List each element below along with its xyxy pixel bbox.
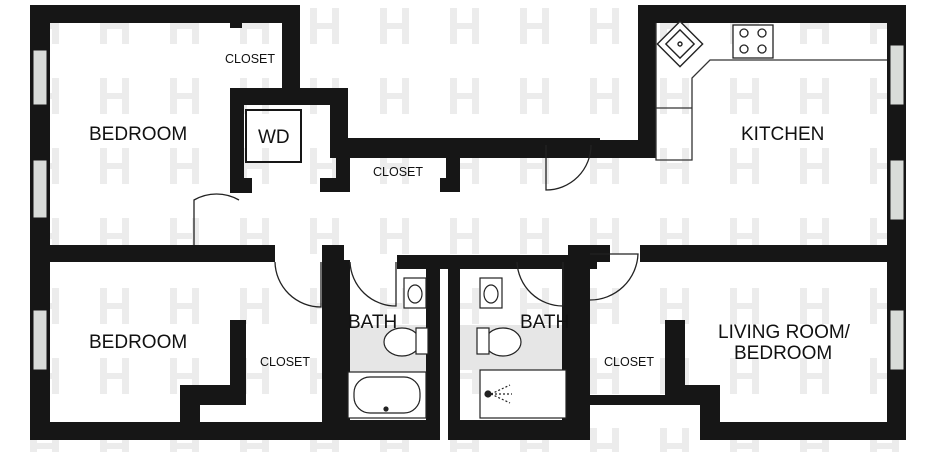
watermark-tile — [170, 148, 199, 184]
watermark-tile — [800, 218, 829, 254]
watermark-tile — [800, 8, 829, 44]
windows — [32, 44, 905, 371]
watermark-tile — [520, 78, 549, 114]
watermark-tile — [730, 78, 759, 114]
watermark-tile — [520, 218, 549, 254]
bath-1-label: BATH — [348, 312, 397, 333]
toilet-icon — [383, 327, 429, 357]
walls — [30, 5, 906, 440]
watermark-tile — [660, 288, 689, 324]
watermark-tile — [730, 358, 759, 394]
kitchen-label: KITCHEN — [741, 124, 824, 145]
closet-hall-label: CLOSET — [373, 165, 423, 179]
watermark-tile — [660, 148, 689, 184]
bedroom-2-label: BEDROOM — [89, 332, 187, 353]
watermark-tile — [520, 288, 549, 324]
door-bath-2 — [516, 261, 564, 307]
watermark-tile — [590, 148, 619, 184]
watermark-tile — [100, 8, 129, 44]
watermark-tile — [100, 218, 129, 254]
kitchen-sink-icon — [656, 20, 704, 68]
watermark-tile — [310, 218, 339, 254]
kitchen-counter — [655, 23, 887, 161]
door-kitchen — [545, 144, 592, 191]
watermark-tile — [170, 8, 199, 44]
watermark-tile — [240, 218, 269, 254]
watermark-tile — [520, 8, 549, 44]
watermark-tile — [380, 8, 409, 44]
watermark-tile — [100, 78, 129, 114]
watermark-tile — [170, 288, 199, 324]
living-room-label-line1: LIVING ROOM/ — [718, 322, 851, 343]
watermark-tile — [590, 288, 619, 324]
wd-label: WD — [258, 127, 290, 148]
bathroom-sink-icon — [403, 277, 427, 309]
closet-1-label: CLOSET — [225, 52, 275, 66]
watermark-tile — [100, 288, 129, 324]
watermark-tile — [240, 8, 269, 44]
watermark-tile — [170, 218, 199, 254]
watermark-tile — [100, 358, 129, 394]
watermark-tile — [800, 78, 829, 114]
watermark-tile — [310, 148, 339, 184]
watermark-tile — [450, 78, 479, 114]
watermark-tile — [590, 78, 619, 114]
bathroom-sink-icon — [479, 277, 503, 309]
watermark-tile — [590, 428, 619, 452]
watermark-tile — [660, 218, 689, 254]
stove-icon — [732, 24, 774, 59]
watermark-tile — [590, 8, 619, 44]
closet-2-label: CLOSET — [260, 355, 310, 369]
watermark-tile — [170, 358, 199, 394]
watermark-tile — [380, 78, 409, 114]
watermark-tile — [800, 358, 829, 394]
watermark-tile — [730, 288, 759, 324]
watermark-tile — [730, 218, 759, 254]
closet-3-label: CLOSET — [604, 355, 654, 369]
bedroom-1-label: BEDROOM — [89, 124, 187, 145]
bathtub-icon — [347, 371, 427, 419]
watermark-tile — [240, 288, 269, 324]
watermark-tile — [800, 148, 829, 184]
living-room-label-line2: BEDROOM — [734, 343, 832, 364]
watermark-tile — [730, 148, 759, 184]
door-bedroom-1 — [193, 193, 240, 245]
watermark-tile — [660, 78, 689, 114]
bath-2-label: BATH — [520, 312, 569, 333]
watermark-tile — [660, 428, 689, 452]
toilet-icon — [476, 327, 522, 357]
watermark-tile — [590, 358, 619, 394]
doors — [193, 144, 639, 308]
watermark-tile — [450, 218, 479, 254]
door-bath-1 — [349, 261, 397, 307]
door-bedroom-2 — [274, 261, 322, 308]
door-living — [589, 253, 639, 301]
watermark-tile — [450, 8, 479, 44]
watermark-tile — [380, 218, 409, 254]
watermark-tile — [100, 148, 129, 184]
watermark-tile — [590, 218, 619, 254]
watermark-tile — [310, 8, 339, 44]
watermark-tile — [800, 288, 829, 324]
watermark-tile — [380, 148, 409, 184]
watermark-tile — [170, 78, 199, 114]
shower-icon — [479, 369, 567, 419]
